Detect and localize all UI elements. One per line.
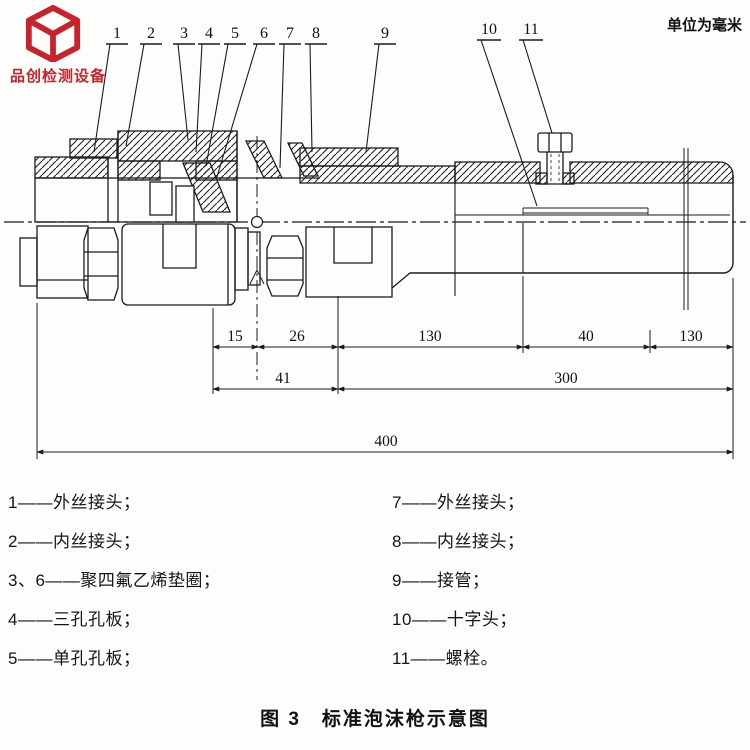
- dim-40: 40: [578, 328, 594, 345]
- legend-item-10: 10——十字头；: [392, 610, 517, 629]
- legend-right-column: 7——外丝接头； 8——内丝接头； 9——接管； 10——十字头； 11——螺栓…: [392, 488, 742, 669]
- exterior-lower-half: [19, 223, 411, 306]
- callout-5: 5: [231, 25, 239, 42]
- callout-9: 9: [381, 25, 389, 42]
- callout-3: 3: [180, 25, 188, 42]
- dim-26: 26: [289, 328, 305, 345]
- legend-item-7: 7——外丝接头；: [392, 493, 525, 512]
- foam-gun-technical-drawing: 1 2 3 4 5 6 7 8 9 10 11 15 26 130 40: [4, 21, 746, 459]
- units-note: 单位为毫米: [666, 17, 742, 34]
- legend-item-1: 1——外丝接头；: [8, 493, 141, 512]
- logo: 品创检测设备: [10, 4, 120, 86]
- callout-8: 8: [312, 25, 320, 42]
- logo-text: 品创检测设备: [10, 68, 107, 85]
- callout-2: 2: [147, 25, 155, 42]
- dim-130b: 130: [679, 328, 703, 345]
- tube-outline: [410, 148, 734, 310]
- legend-item-9: 9——接管；: [392, 571, 490, 590]
- legend-item-11: 11——螺栓。: [392, 649, 499, 668]
- legend-left-column: 1——外丝接头； 2——内丝接头； 3、6——聚四氟乙烯垫圈； 4——三孔孔板；…: [8, 488, 380, 669]
- dim-400: 400: [374, 433, 398, 450]
- dim-15: 15: [227, 328, 243, 345]
- callout-6: 6: [260, 25, 268, 42]
- callout-1: 1: [113, 25, 121, 42]
- callout-11: 11: [523, 21, 538, 38]
- figure-caption: 图 3 标准泡沫枪示意图: [260, 709, 490, 730]
- legend-item-4: 4——三孔孔板；: [8, 610, 141, 629]
- dim-130a: 130: [418, 328, 442, 345]
- logo-cube-icon: [25, 4, 81, 63]
- dim-300: 300: [554, 370, 578, 387]
- callout-10: 10: [481, 21, 497, 38]
- legend-item-3-6: 3、6——聚四氟乙烯垫圈；: [8, 571, 221, 590]
- axis-ball-detail: [250, 215, 264, 229]
- callout-7: 7: [286, 25, 294, 42]
- section-upper-half: [34, 130, 734, 223]
- legend-item-8: 8——内丝接头；: [392, 532, 525, 551]
- bolt-assembly: [535, 132, 575, 185]
- legend-item-2: 2——内丝接头；: [8, 532, 141, 551]
- dim-41: 41: [275, 370, 291, 387]
- legend-item-5: 5——单孔孔板；: [8, 649, 141, 668]
- dimension-labels: 15 26 130 40 130 41 300 400: [227, 328, 703, 450]
- dimension-lines: [36, 276, 734, 459]
- callouts: 1 2 3 4 5 6 7 8 9 10 11: [93, 21, 553, 207]
- callout-4: 4: [205, 25, 213, 42]
